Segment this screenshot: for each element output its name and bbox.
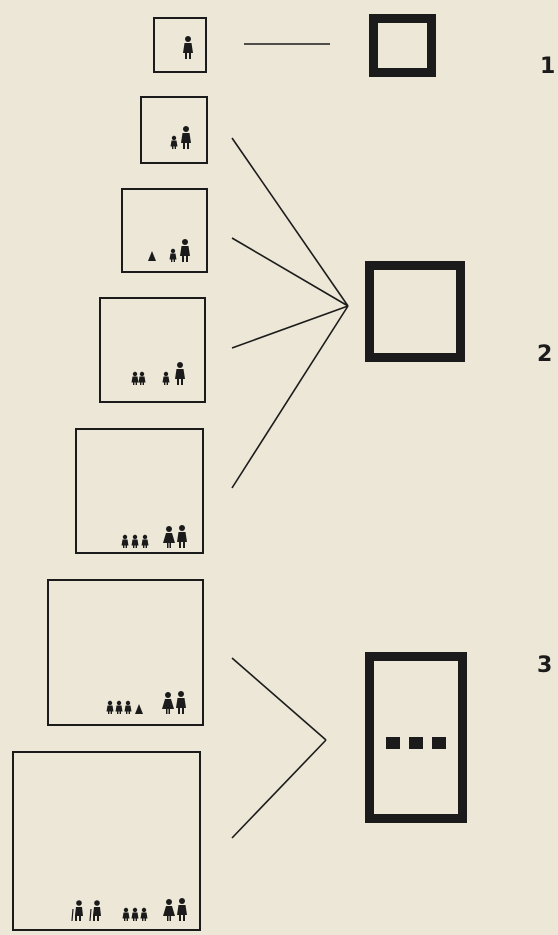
dwelling-type-label-2: 2 [537,342,552,367]
household-box-3 [121,188,208,273]
dwelling-type-label-3: 3 [537,653,552,678]
dwelling-type-label-1: 1 [540,54,555,79]
dwelling-types [365,14,467,823]
household-box-5 [75,428,204,554]
household-box-7 [12,751,201,931]
connector-line-3b [231,739,327,839]
tall-rectangle-dwelling-icon [365,652,467,823]
household-box-2 [140,96,208,164]
medium-square-dwelling-icon [365,261,465,362]
small-square-dwelling-icon [369,14,436,77]
household-box-6 [47,579,204,726]
connector-line-2a [231,137,349,307]
connector-line-3a [231,657,327,741]
household-box-4 [99,297,206,403]
household-boxes [12,17,208,931]
connector-line-2c [231,305,349,349]
dots-icon [386,737,446,749]
connector-lines [231,43,349,839]
household-box-1 [153,17,207,73]
connector-line-2b [231,237,349,307]
connector-line-2d [231,305,349,489]
